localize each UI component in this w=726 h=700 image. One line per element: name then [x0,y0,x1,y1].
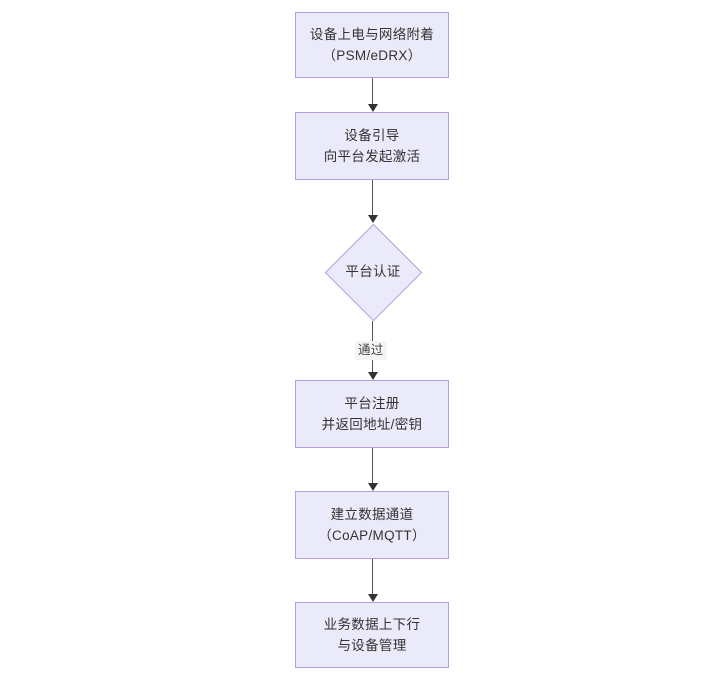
flow-node-device-bootstrap-line-1: 设备引导 [344,128,400,143]
flow-edge-n5-n6-line [372,559,373,595]
flow-edge-n3-n4-label: 通过 [355,341,387,360]
flow-node-business-data-line-2: 与设备管理 [337,638,407,653]
flow-edge-n1-n2-arrow [367,104,378,112]
flow-edge-n5-n6-arrow [367,594,378,602]
flow-node-device-bootstrap-line-2: 向平台发起激活 [323,149,421,164]
flow-edge-n4-n5-line [372,448,373,484]
flow-node-platform-register-line-1: 平台注册 [344,396,400,411]
flow-edge-n4-n5-arrow [367,483,378,491]
flow-node-platform-register-line-2: 并返回地址/密钥 [321,417,423,432]
flow-node-device-power-on-line-2: （PSM/eDRX） [322,48,422,63]
flow-node-data-channel-line-1: 建立数据通道 [330,507,414,522]
flow-node-device-bootstrap[interactable]: 设备引导 向平台发起激活 [295,112,449,180]
flow-node-business-data-line-1: 业务数据上下行 [323,617,421,632]
flow-node-business-data[interactable]: 业务数据上下行 与设备管理 [295,602,449,668]
flow-node-data-channel[interactable]: 建立数据通道 （CoAP/MQTT） [295,491,449,559]
flow-edge-n1-n2-line [372,78,373,105]
flow-node-platform-register[interactable]: 平台注册 并返回地址/密钥 [295,380,449,448]
flow-node-platform-auth[interactable]: 平台认证 [324,223,422,321]
flow-edge-n2-n3-line [372,180,373,216]
flow-edge-n3-n4-arrow [367,372,378,380]
flow-node-platform-auth-label: 平台认证 [345,264,401,279]
flow-edge-n2-n3-arrow [367,215,378,223]
flow-node-device-power-on-line-1: 设备上电与网络附着 [309,27,435,42]
flow-node-data-channel-line-2: （CoAP/MQTT） [318,528,426,543]
flow-node-device-power-on[interactable]: 设备上电与网络附着 （PSM/eDRX） [295,12,449,78]
